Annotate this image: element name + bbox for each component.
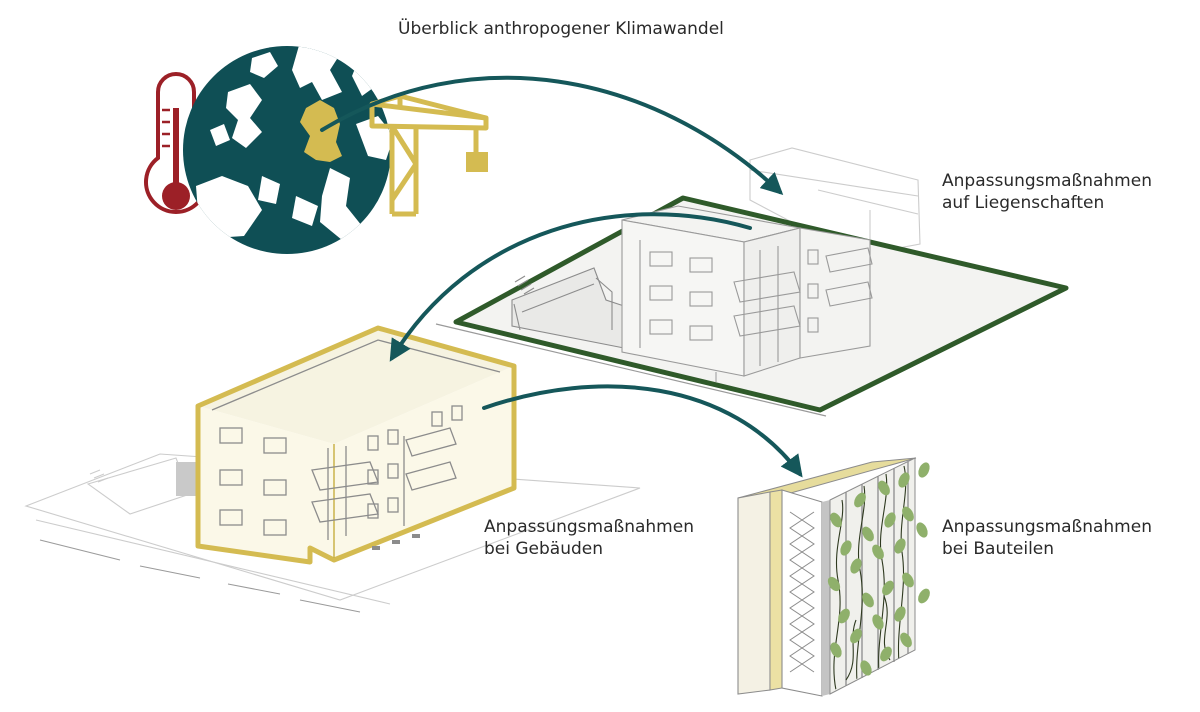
building-illustration: [24, 325, 641, 613]
label-component-line1: Anpassungsmaßnahmen: [942, 517, 1152, 537]
arrow-globe-to-property: [320, 75, 784, 196]
label-property-measures: Anpassungsmaßnahmen auf Liegenschaften: [942, 170, 1152, 214]
globe-icon: [183, 46, 391, 254]
label-building-line2: bei Gebäuden: [484, 539, 604, 559]
property-illustration: [435, 147, 1069, 417]
label-building-line1: Anpassungsmaßnahmen: [484, 517, 694, 537]
wall-component-illustration: [737, 457, 930, 697]
label-component-line2: bei Bauteilen: [942, 539, 1055, 559]
label-property-line1: Anpassungsmaßnahmen: [942, 171, 1152, 191]
label-building-measures: Anpassungsmaßnahmen bei Gebäuden: [484, 516, 694, 560]
label-property-line2: auf Liegenschaften: [942, 193, 1105, 213]
label-overview: Überblick anthropogener Klimawandel: [398, 19, 724, 39]
leaves: [827, 462, 930, 676]
flow-arrows: [320, 75, 803, 478]
label-component-measures: Anpassungsmaßnahmen bei Bauteilen: [942, 516, 1152, 560]
arrow-property-to-building: [389, 212, 752, 362]
arrow-building-to-component: [482, 384, 803, 478]
